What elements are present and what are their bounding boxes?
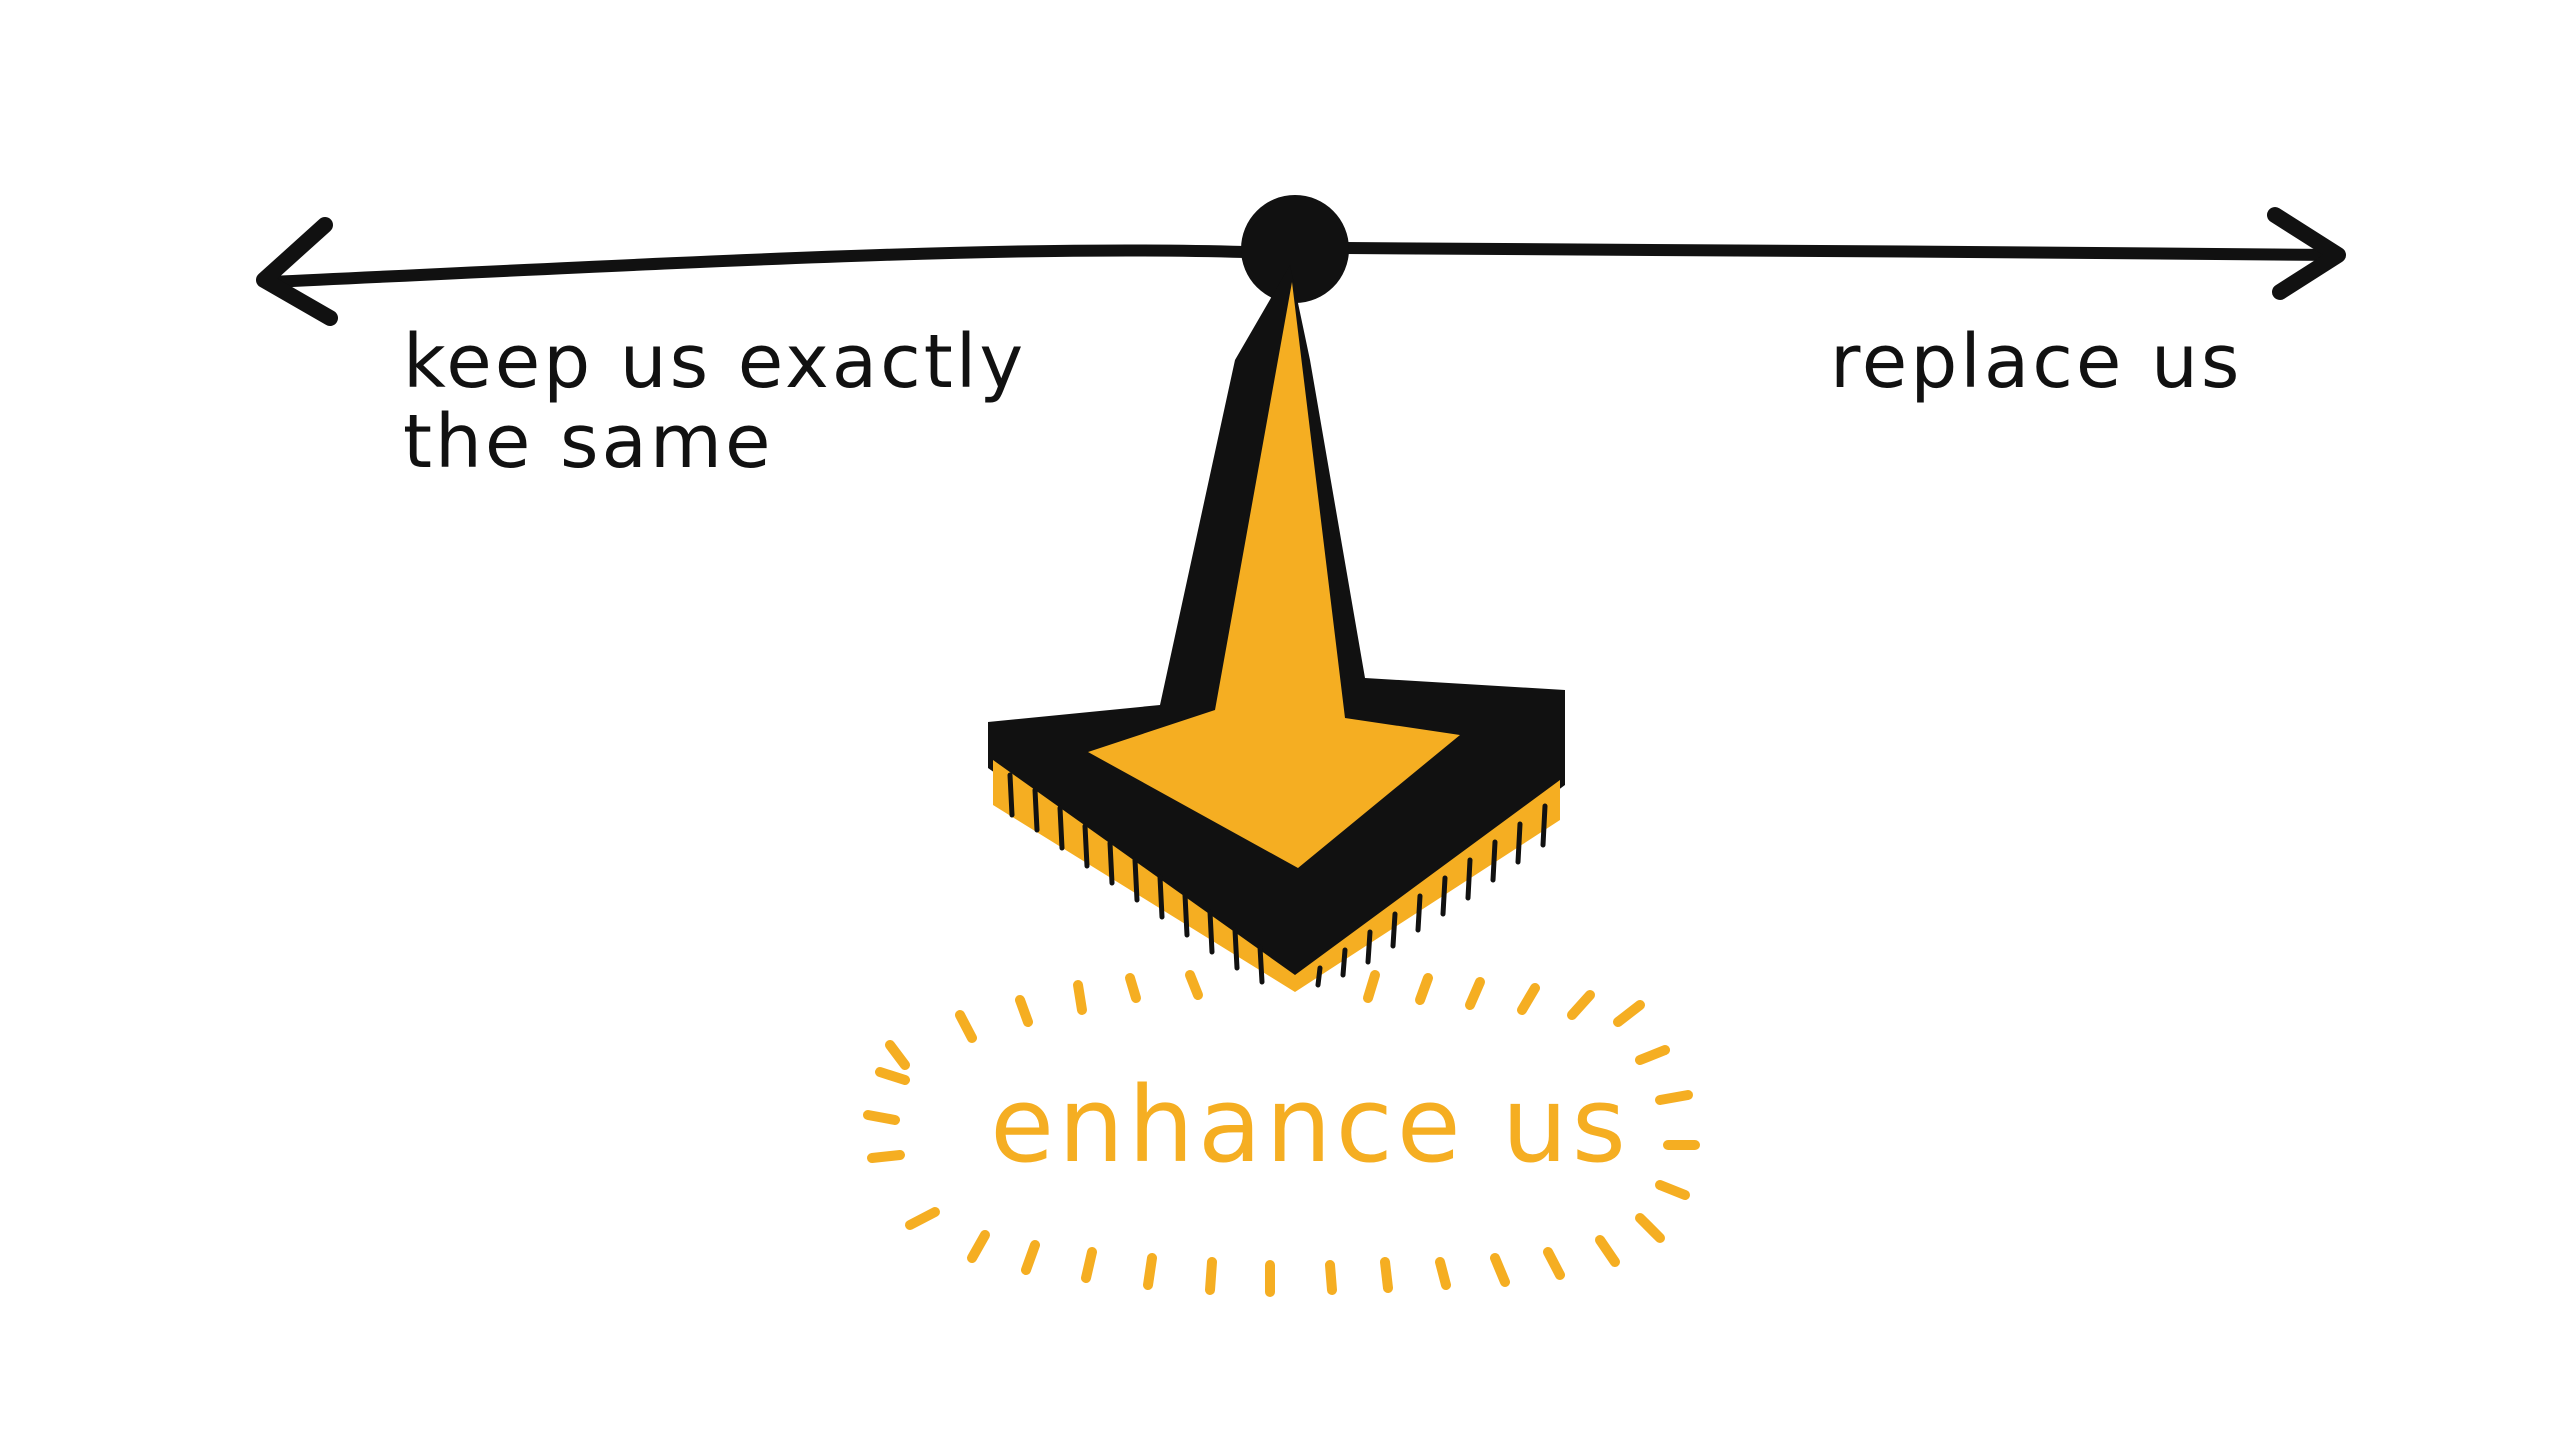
pointer-arrow-icon (988, 265, 1565, 992)
pointer-hatching (1007, 772, 1548, 988)
right-label: replace us (1830, 319, 2243, 405)
left-arrowhead-icon (256, 217, 338, 326)
left-label-line-2: the same (403, 399, 774, 485)
scale-line (264, 242, 2344, 288)
pointer-side (993, 760, 1560, 992)
pivot-dot-icon (1241, 195, 1349, 303)
double-arrow-icon (256, 207, 2346, 326)
right-arrowhead-icon (2267, 207, 2346, 300)
glow-dashes-icon (863, 970, 1700, 1297)
pointer-face (1088, 282, 1460, 868)
center-label: enhance us (990, 1064, 1630, 1186)
left-label: keep us exactly the same (403, 322, 1026, 482)
left-label-line-1: keep us exactly (403, 319, 1027, 405)
